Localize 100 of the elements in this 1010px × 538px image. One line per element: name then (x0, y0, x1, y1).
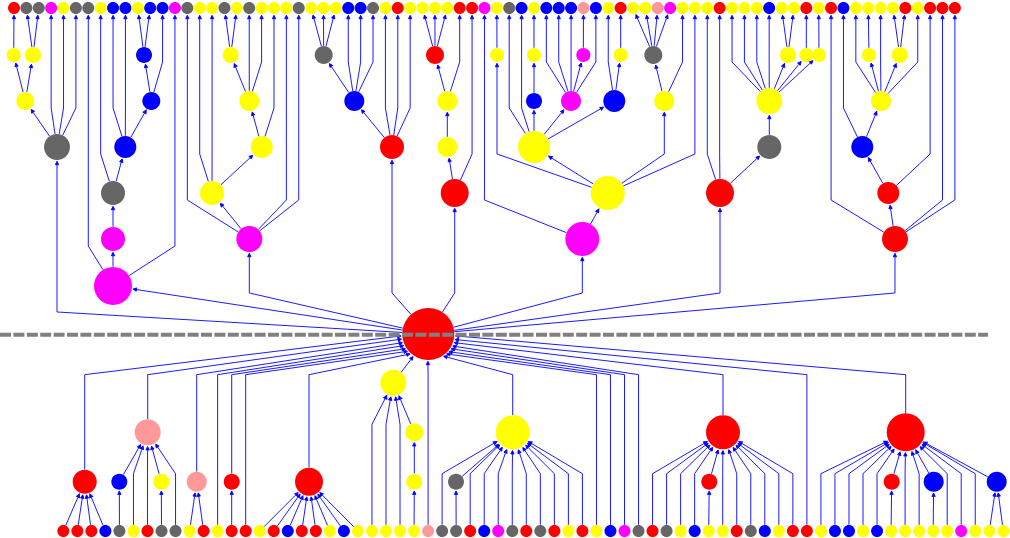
arrow (453, 340, 724, 416)
arrow (143, 63, 151, 93)
arrow (655, 14, 669, 47)
arrow (371, 394, 388, 526)
arrow (921, 443, 962, 526)
arrow (436, 64, 446, 92)
circle-node (812, 48, 826, 62)
arrow (259, 14, 301, 232)
circle-node (986, 471, 1007, 492)
arrow (361, 109, 385, 138)
arrow (717, 14, 722, 180)
arrow (828, 14, 885, 233)
circle-node (756, 88, 783, 114)
arrow (115, 158, 124, 182)
arrow (645, 14, 653, 47)
circle-node (644, 46, 663, 64)
circle-node (136, 47, 152, 63)
arrow (622, 14, 698, 187)
circle-node (16, 92, 35, 110)
arrow (432, 14, 438, 47)
arrow (453, 252, 898, 333)
arrow (853, 14, 876, 93)
arrow (923, 441, 989, 478)
arrow (931, 492, 936, 526)
arrow (694, 446, 714, 526)
arrow (86, 14, 104, 271)
arrow (707, 490, 712, 526)
circle-node (654, 91, 675, 111)
arrow (276, 493, 301, 527)
arrow (778, 60, 814, 93)
arrow (245, 349, 408, 526)
arrow (196, 492, 204, 526)
arrow (264, 14, 277, 137)
arrow (145, 446, 150, 526)
arrow (576, 14, 598, 93)
arrow (355, 14, 363, 92)
circle-node (862, 48, 876, 62)
arrow (519, 14, 530, 132)
arrow (454, 337, 808, 526)
arrow (229, 490, 234, 526)
arrow (525, 444, 555, 526)
circle-node (526, 93, 542, 109)
circle-node (380, 135, 404, 159)
arrow (878, 14, 883, 92)
circle-node (780, 47, 796, 63)
arrow (543, 109, 565, 135)
circle-node (101, 181, 125, 205)
arrow (289, 495, 304, 526)
circle-node (518, 131, 550, 163)
arrow (77, 494, 85, 526)
arrow (137, 14, 144, 48)
circle-node (495, 415, 530, 450)
circle-node (871, 91, 891, 111)
circle-node (25, 47, 41, 63)
arrow (309, 496, 316, 526)
arrow (25, 14, 33, 48)
arrow (30, 109, 50, 137)
arrow (727, 449, 738, 526)
arrow (153, 14, 165, 93)
arrow (666, 442, 709, 526)
arrow (517, 449, 527, 526)
arrow (453, 207, 723, 331)
arrow (447, 157, 453, 180)
arrow (231, 347, 406, 474)
arrow (581, 14, 586, 49)
arrow (732, 447, 752, 526)
arrow (915, 449, 930, 474)
arrow (893, 451, 902, 475)
circle-node (851, 136, 874, 158)
arrow (556, 14, 569, 92)
arrow (346, 14, 354, 92)
arrow (738, 441, 794, 526)
circle-node (200, 181, 224, 205)
arrow (606, 14, 614, 91)
circle-node (134, 419, 161, 446)
arrow (155, 443, 176, 526)
arrow (133, 445, 144, 526)
arrow (904, 14, 945, 232)
arrow (652, 441, 708, 526)
arrow (900, 14, 907, 48)
arrow (396, 14, 413, 137)
arrow (905, 14, 957, 233)
arrow (159, 490, 164, 526)
arrow (816, 14, 821, 49)
arrow (862, 445, 892, 526)
arrow (325, 14, 336, 47)
arrow (110, 251, 116, 268)
arrow (412, 490, 417, 526)
arrow (780, 14, 788, 48)
circle-node (402, 308, 455, 360)
arrow (319, 492, 354, 528)
arrow (590, 208, 600, 225)
arrow (425, 360, 431, 526)
arrow (460, 14, 475, 181)
arrow (653, 14, 659, 47)
arrow (14, 62, 24, 93)
arrow (531, 109, 537, 132)
arrow (247, 252, 404, 329)
arrow (58, 14, 66, 135)
arrow (615, 62, 622, 91)
